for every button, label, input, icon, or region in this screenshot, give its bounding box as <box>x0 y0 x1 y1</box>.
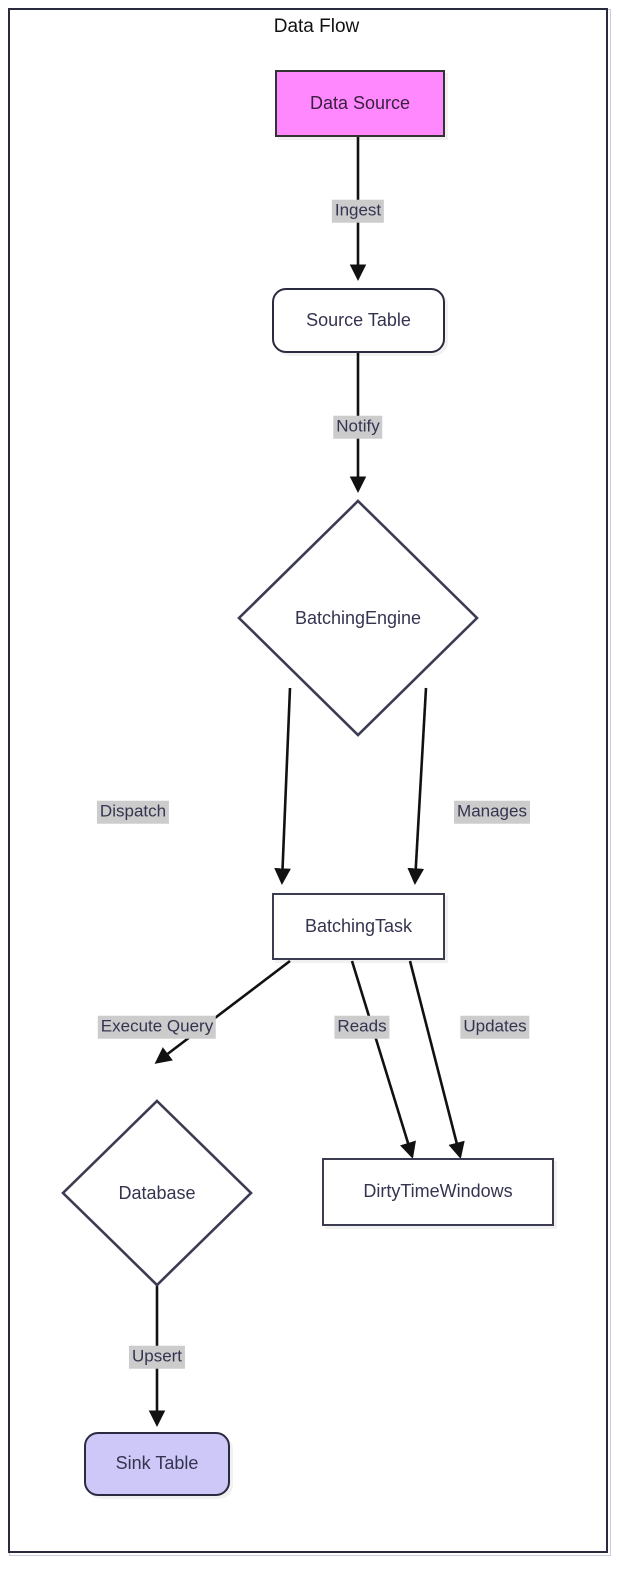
edge-label-reads: Reads <box>334 1015 390 1039</box>
node-sink-table-label: Sink Table <box>115 1453 199 1474</box>
node-data-source[interactable]: Data Source <box>275 70 445 137</box>
database-diamond-shape <box>61 1099 253 1287</box>
edge-label-ingest: Ingest <box>331 199 385 223</box>
node-batching-task[interactable]: BatchingTask <box>272 893 445 960</box>
node-batching-engine-label: BatchingEngine <box>294 607 422 628</box>
node-dirty-time-windows[interactable]: DirtyTimeWindows <box>322 1158 554 1226</box>
node-data-source-label: Data Source <box>309 92 411 113</box>
batching-engine-diamond-shape <box>237 499 479 737</box>
node-source-table-label: Source Table <box>306 309 411 330</box>
edge-label-upsert: Upsert <box>128 1345 186 1369</box>
edge-label-dispatch: Dispatch <box>96 800 170 824</box>
edge-label-execute-query: Execute Query <box>97 1015 217 1039</box>
edge-label-manages: Manages <box>454 800 530 824</box>
node-batching-engine[interactable]: BatchingEngine <box>236 498 480 738</box>
node-source-table[interactable]: Source Table <box>272 288 445 353</box>
node-database[interactable]: Database <box>60 1098 254 1288</box>
node-sink-table[interactable]: Sink Table <box>84 1432 230 1496</box>
node-database-label: Database <box>118 1182 196 1203</box>
diagram-frame <box>8 8 608 1553</box>
diagram-title: Data Flow <box>273 16 360 37</box>
node-dirty-time-windows-label: DirtyTimeWindows <box>363 1181 513 1202</box>
node-batching-task-label: BatchingTask <box>304 915 413 936</box>
edge-label-notify: Notify <box>333 415 383 439</box>
edge-label-updates: Updates <box>460 1015 530 1039</box>
